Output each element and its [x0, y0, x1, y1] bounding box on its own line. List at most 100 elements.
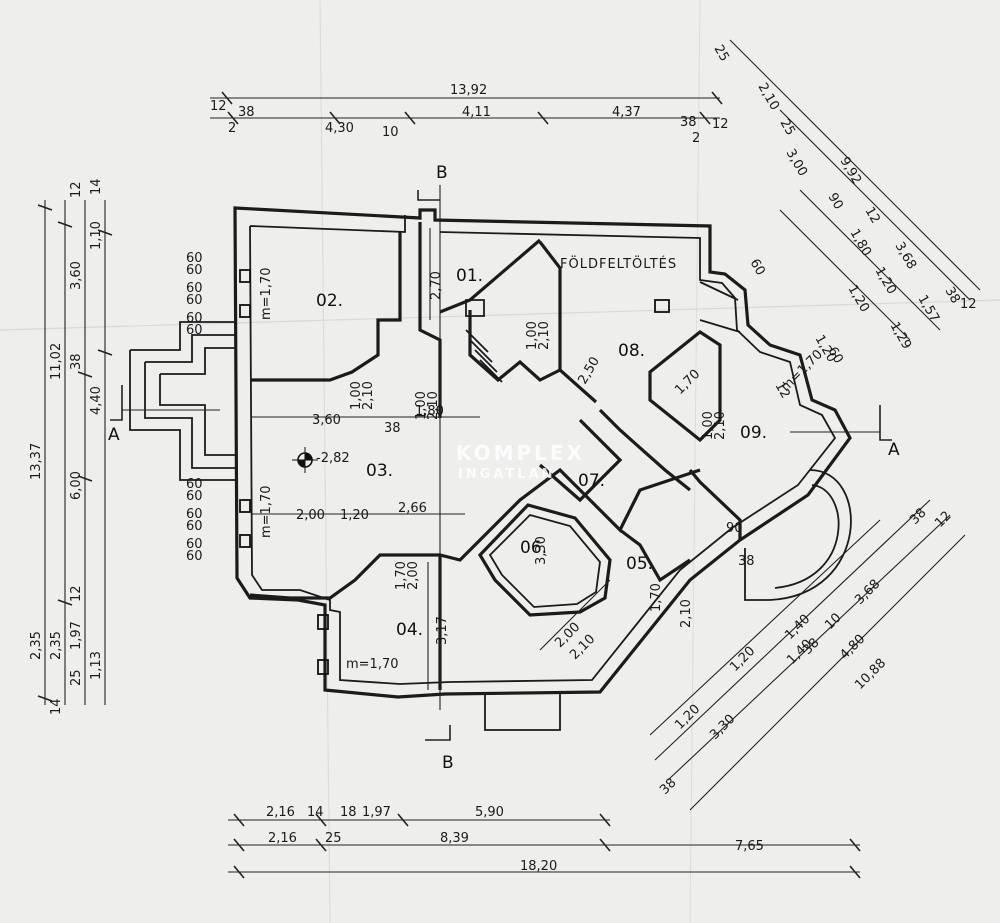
win-11: 60 — [186, 537, 203, 552]
watermark-line1: KOMPLEX — [456, 441, 585, 465]
dim-int-2: 1,80 — [415, 404, 444, 419]
dim-ru-12: 1,20 — [845, 283, 872, 316]
dim-left-3: 6,00 — [69, 471, 84, 500]
win-m-1: m=1,70 — [259, 267, 274, 320]
dim-int-1: 3,60 — [312, 413, 341, 428]
win-7: 60 — [186, 477, 203, 492]
dim-int-29: 2,00 — [406, 561, 421, 590]
dim-int-17: 1,00 — [701, 411, 716, 440]
section-b-top: B — [436, 163, 448, 183]
left-stairs — [129, 321, 235, 481]
dim-top-1: 12 — [210, 99, 227, 114]
dim-top-10: 2 — [692, 131, 700, 146]
room-07-label: 07. — [578, 471, 605, 491]
dimension-lines — [37, 39, 981, 879]
win-1: 60 — [186, 251, 203, 266]
dim-int-25: 90 — [726, 521, 743, 536]
dim-top-6: 4,11 — [462, 105, 491, 120]
level-mark-symbol — [292, 447, 318, 473]
dim-left-16: 12 — [69, 181, 84, 198]
dimensions-right-upper: 9,92 25 2,10 25 3,00 90 1,80 12 3,68 1,5… — [711, 43, 977, 353]
dim-rl-7: 1,20 — [727, 644, 758, 675]
dimensions-left: 13,37 11,02 6,00 4,40 3,60 2,35 2,35 1,9… — [29, 178, 104, 715]
win-m-2: m=1,70 — [259, 485, 274, 538]
dim-int-26: 38 — [738, 554, 755, 569]
dim-left-6: 2,35 — [29, 631, 44, 660]
section-letters: B B A A — [108, 163, 900, 773]
dim-int-10: 1,00 — [414, 391, 429, 420]
dim-left-4: 4,40 — [89, 386, 104, 415]
dim-left-10: 14 — [49, 698, 64, 715]
dim-int-30: 2,10 — [679, 599, 694, 628]
dim-left-8: 1,97 — [69, 621, 84, 650]
dim-int-9: 2,10 — [361, 381, 376, 410]
dim-int-3: 38 — [384, 421, 401, 436]
dim-rl-11: 38 — [657, 776, 679, 798]
fill-note: FÖLDFELTÖLTÉS — [560, 255, 677, 272]
dim-left-2: 11,02 — [49, 343, 64, 380]
dim-left-12: 12 — [69, 585, 84, 602]
dim-top-4: 4,30 — [325, 121, 354, 136]
dim-int-8: 1,00 — [349, 381, 364, 410]
dimensions-top: 13,92 12 38 2 4,30 10 4,11 4,37 38 12 2 — [210, 83, 729, 146]
win-5: 60 — [186, 311, 203, 326]
dim-bottom-4: 1,97 — [362, 805, 391, 820]
dim-bottom-overall: 18,20 — [520, 859, 557, 874]
dim-rl-13: 38 — [907, 506, 929, 528]
dim-int-16: 1,70 — [672, 367, 703, 398]
room-labels: 01. 02. 03. 04. 05. 06. 3,30 07. 08. 09.… — [316, 255, 767, 640]
dim-ru-11: 1,20 — [872, 265, 899, 298]
dim-int-28: 1,70 — [394, 561, 409, 590]
room-05-label: 05. — [626, 554, 653, 574]
dim-ru-14: 38 — [942, 285, 963, 307]
room-06-outline — [477, 503, 612, 617]
section-a-left: A — [108, 425, 120, 445]
dim-int-11: 2,10 — [426, 391, 441, 420]
dim-int-7: 2,70 — [429, 271, 444, 300]
dim-ru-2: 25 — [711, 43, 732, 65]
dim-ru-7: 1,80 — [847, 227, 874, 260]
win-3: 60 — [186, 281, 203, 296]
dim-left-14: 1,10 — [89, 221, 104, 250]
dim-ru-8: 12 — [862, 205, 883, 227]
dimensions-bottom: 2,16 14 18 1,97 5,90 2,16 25 8,39 7,65 1… — [266, 805, 764, 874]
dim-int-19: 1,00 — [525, 321, 540, 350]
dim-top-overall: 13,92 — [450, 83, 487, 98]
dim-rl-12: 12 — [932, 509, 954, 531]
dim-top-3: 2 — [228, 121, 236, 136]
level-mark: -2,82 — [316, 451, 350, 466]
dim-bottom-8: 8,39 — [440, 831, 469, 846]
dim-top-7: 4,37 — [612, 105, 641, 120]
dim-int-27: 12 — [772, 380, 793, 402]
dim-left-11: 25 — [69, 669, 84, 686]
dim-top-2: 38 — [238, 105, 255, 120]
dim-int-20: 2,10 — [537, 321, 552, 350]
win-2: 60 — [186, 263, 203, 278]
win-10: 60 — [186, 519, 203, 534]
dim-rl-8: 1,20 — [672, 702, 703, 733]
dim-int-12: 3,17 — [435, 616, 450, 645]
dim-left-7: 2,35 — [49, 631, 64, 660]
dim-top-5: 10 — [382, 125, 399, 140]
win-4: 60 — [186, 293, 203, 308]
dim-left-9: 1,13 — [89, 651, 104, 680]
win-6: 60 — [186, 323, 203, 338]
dim-bottom-3: 18 — [340, 805, 357, 820]
dim-rl-1: 10,88 — [852, 656, 889, 693]
dim-left-13: 38 — [69, 353, 84, 370]
room-04-label: 04. — [396, 620, 423, 640]
win-8: 60 — [186, 489, 203, 504]
dim-ru-6: 90 — [825, 191, 846, 213]
dim-left-5: 3,60 — [69, 261, 84, 290]
dim-bottom-1: 2,16 — [266, 805, 295, 820]
win-9: 60 — [186, 507, 203, 522]
dim-int-4: 2,00 — [296, 508, 325, 523]
room-01-label: 01. — [456, 266, 483, 286]
dim-rl-4: 3,30 — [707, 712, 738, 743]
dim-top-9: 12 — [712, 117, 729, 132]
dim-bottom-2: 14 — [307, 805, 324, 820]
room-06-label: 06. — [520, 538, 547, 558]
dim-bottom-6: 2,16 — [268, 831, 297, 846]
